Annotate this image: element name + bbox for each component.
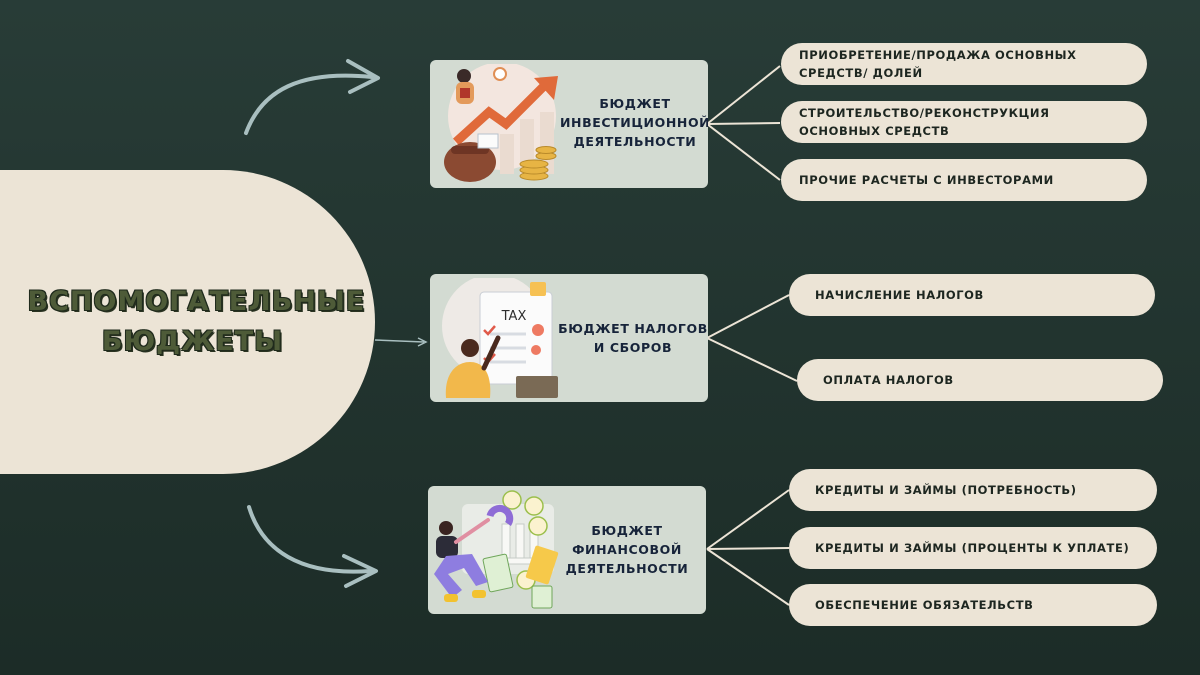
item-label: КРЕДИТЫ И ЗАЙМЫ (ПРОЦЕНТЫ К УПЛАТЕ): [815, 541, 1130, 555]
item-financial-3: ОБЕСПЕЧЕНИЕ ОБЯЗАТЕЛЬСТВ: [789, 584, 1157, 626]
fan-lines-investment: [706, 65, 781, 181]
item-financial-1: КРЕДИТЫ И ЗАЙМЫ (ПОТРЕБНОСТЬ): [789, 469, 1157, 511]
card-financial-budget: БЮДЖЕТ ФИНАНСОВОЙ ДЕЯТЕЛЬНОСТИ: [428, 486, 706, 614]
growth-chart-icon: [444, 64, 558, 182]
item-tax-1: НАЧИСЛЕНИЕ НАЛОГОВ: [789, 274, 1155, 316]
item-label: НАЧИСЛЕНИЕ НАЛОГОВ: [815, 288, 984, 302]
fan-lines-taxes: [706, 294, 798, 382]
card-investment-title: БЮДЖЕТ ИНВЕСТИЦИОННОЙ ДЕЯТЕЛЬНОСТИ: [560, 96, 708, 149]
item-financial-2: КРЕДИТЫ И ЗАЙМЫ (ПРОЦЕНТЫ К УПЛАТЕ): [789, 527, 1157, 569]
card-tax-budget: TAX БЮДЖЕТ НАЛОГОВ И СБОРОВ: [430, 274, 708, 402]
item-tax-2: ОПЛАТА НАЛОГОВ: [797, 359, 1163, 401]
item-label: ОПЛАТА НАЛОГОВ: [823, 373, 954, 387]
item-label: СТРОИТЕЛЬСТВО/РЕКОНСТРУКЦИЯ ОСНОВНЫХ СРЕ…: [799, 106, 1050, 138]
item-label: ПРОЧИЕ РАСЧЕТЫ С ИНВЕСТОРАМИ: [799, 173, 1054, 187]
card-tax-title: БЮДЖЕТ НАЛОГОВ И СБОРОВ: [558, 321, 708, 355]
tax-label: TAX: [501, 309, 527, 324]
card-financial-title: БЮДЖЕТ ФИНАНСОВОЙ ДЕЯТЕЛЬНОСТИ: [565, 523, 689, 576]
arrow-to-taxes-head: [417, 337, 428, 347]
item-investment-3: ПРОЧИЕ РАСЧЕТЫ С ИНВЕСТОРАМИ: [781, 159, 1147, 201]
item-investment-1: ПРИОБРЕТЕНИЕ/ПРОДАЖА ОСНОВНЫХ СРЕДСТВ/ Д…: [781, 43, 1147, 85]
arrow-to-financial: [247, 505, 372, 574]
item-label: ПРИОБРЕТЕНИЕ/ПРОДАЖА ОСНОВНЫХ СРЕДСТВ/ Д…: [799, 48, 1077, 80]
item-label: КРЕДИТЫ И ЗАЙМЫ (ПОТРЕБНОСТЬ): [815, 483, 1077, 497]
item-label: ОБЕСПЕЧЕНИЕ ОБЯЗАТЕЛЬСТВ: [815, 598, 1034, 612]
root-node: ВСПОМОГАТЕЛЬНЫЕ БЮДЖЕТЫ: [0, 170, 375, 474]
fan-lines-financial: [706, 489, 790, 606]
money-magnet-icon: [434, 490, 559, 609]
arrow-to-financial-head: [342, 554, 378, 588]
card-investment-budget: БЮДЖЕТ ИНВЕСТИЦИОННОЙ ДЕЯТЕЛЬНОСТИ: [430, 60, 708, 188]
arrow-to-taxes: [374, 339, 425, 343]
root-title: ВСПОМОГАТЕЛЬНЫЕ БЮДЖЕТЫ: [27, 286, 366, 357]
tax-form-icon: TAX: [442, 278, 558, 398]
arrow-to-investment: [244, 73, 374, 135]
item-investment-2: СТРОИТЕЛЬСТВО/РЕКОНСТРУКЦИЯ ОСНОВНЫХ СРЕ…: [781, 101, 1147, 143]
arrow-to-investment-head: [346, 59, 380, 94]
